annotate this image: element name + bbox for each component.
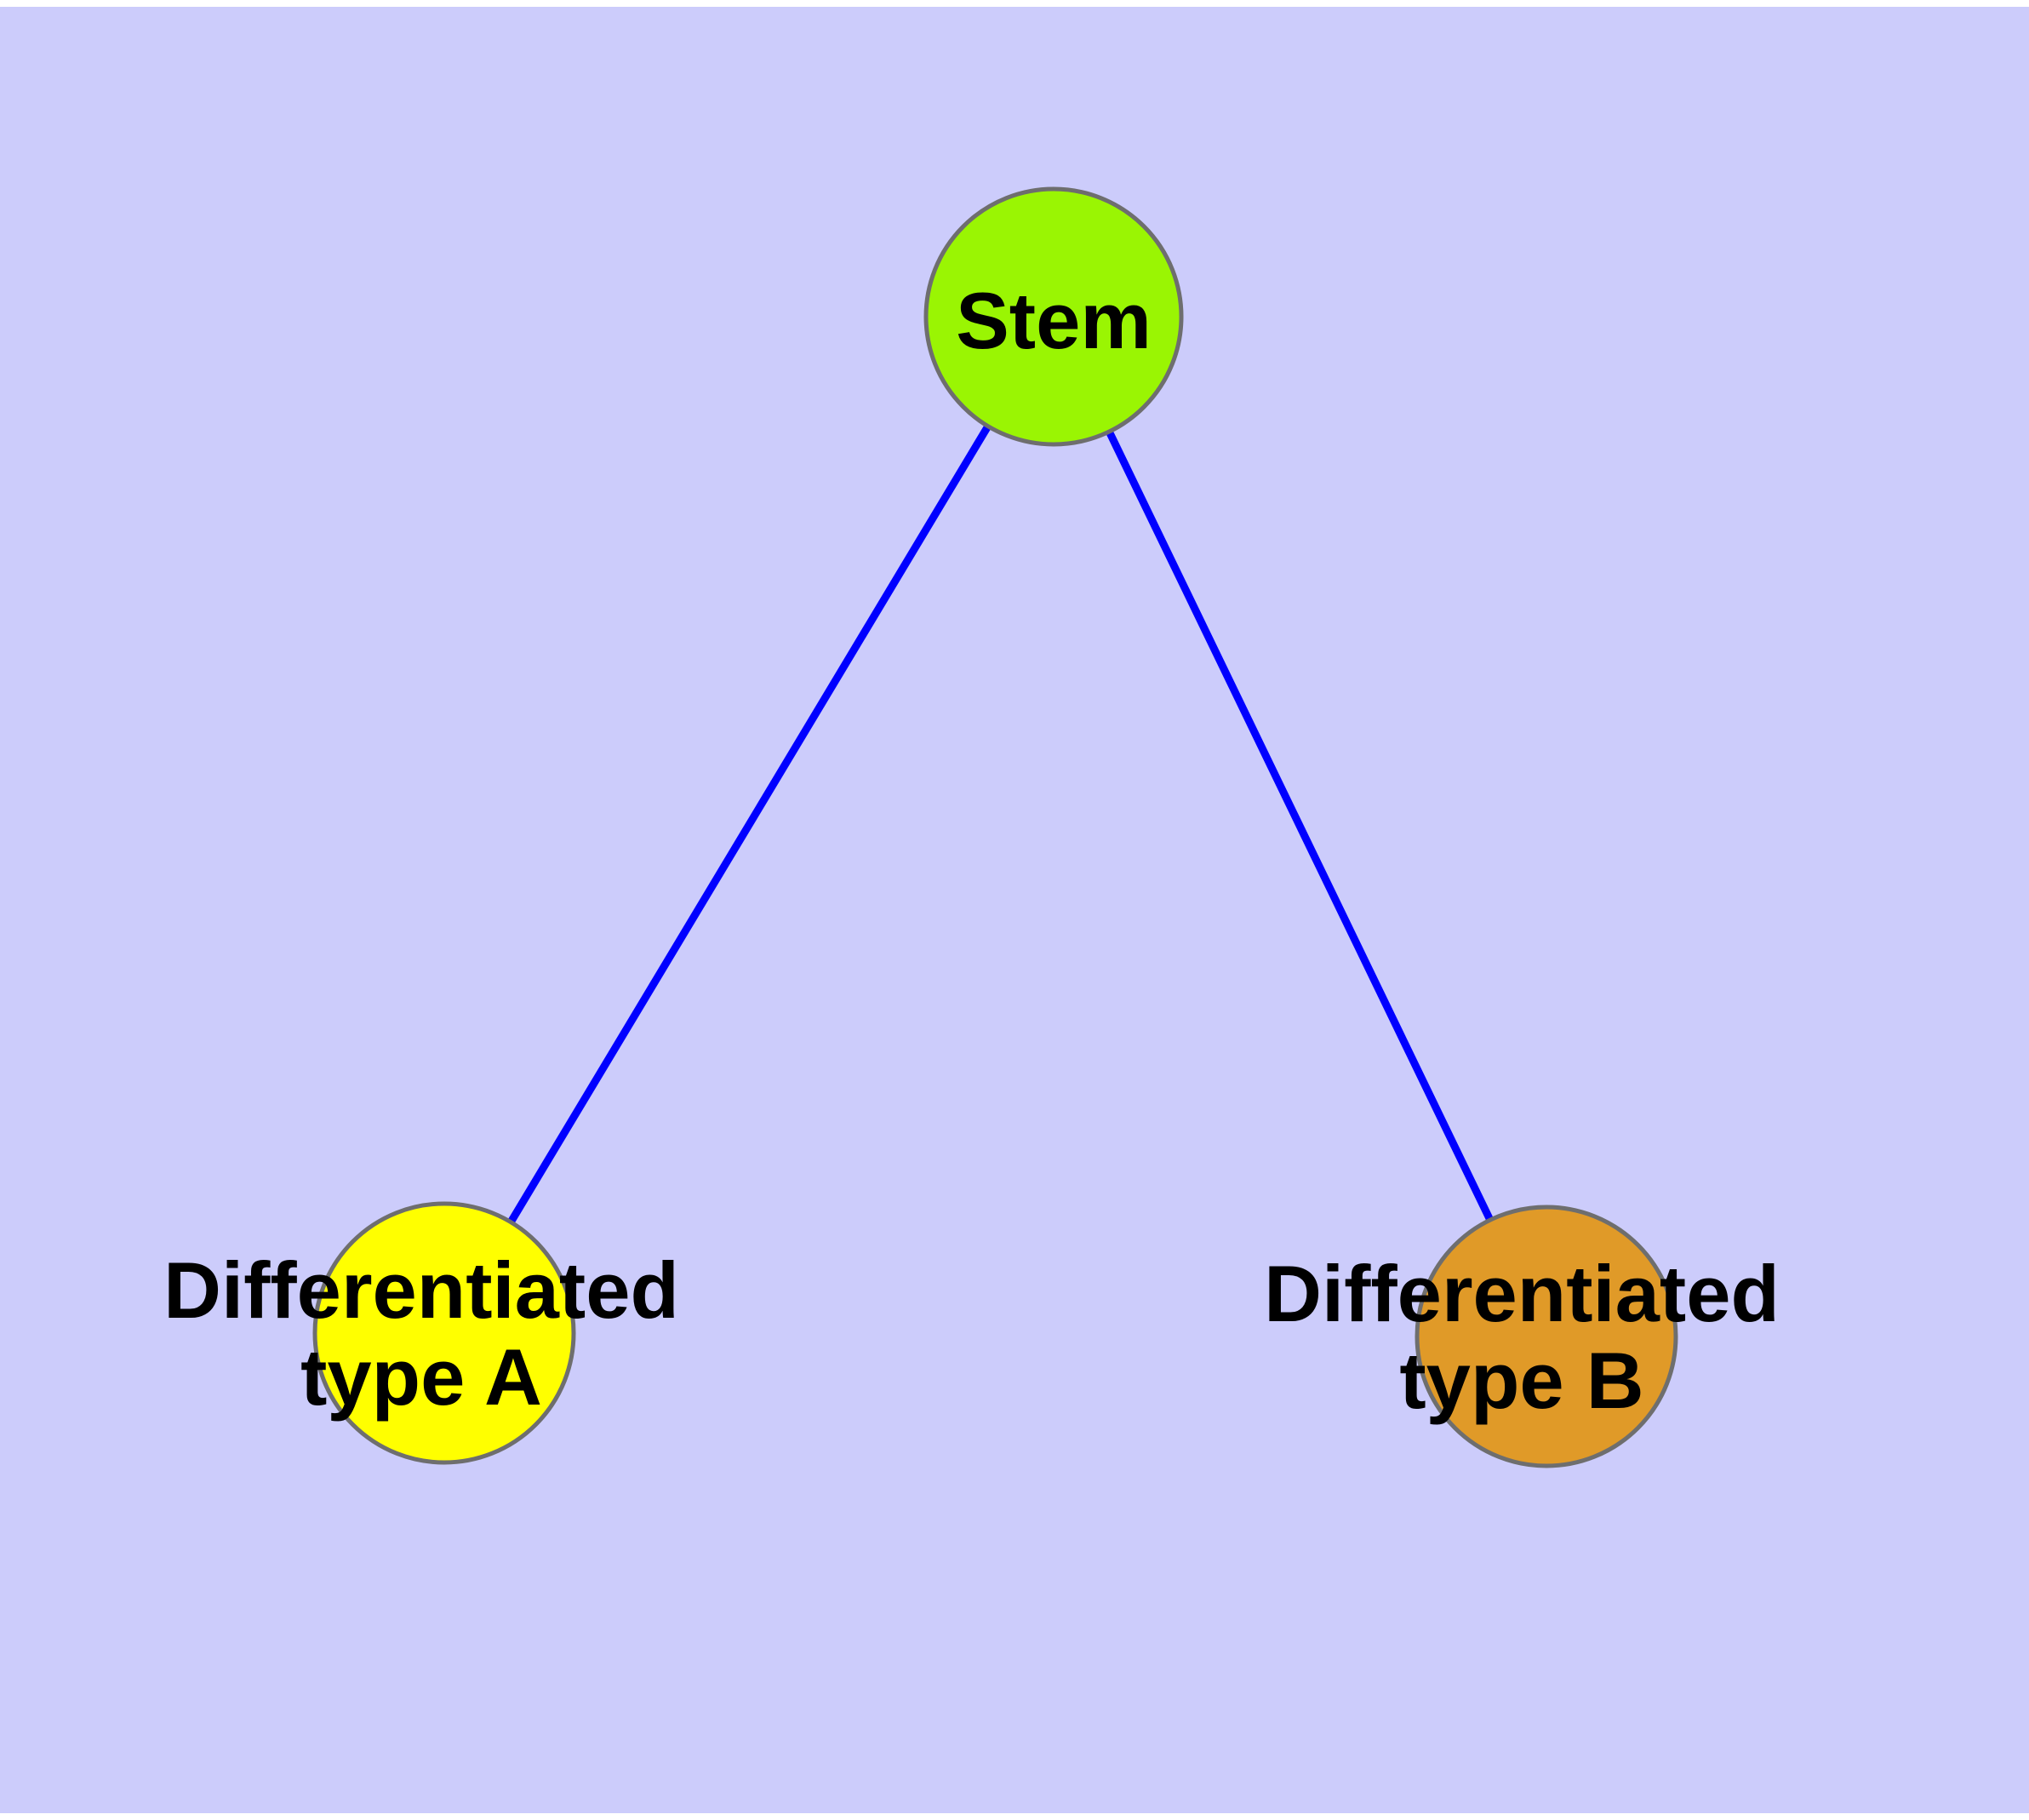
node-label-stem: Stem [956, 276, 1152, 365]
node-diff-b[interactable] [1415, 1205, 1678, 1468]
node-circle-stem[interactable] [923, 186, 1184, 447]
node-circle-diff-a[interactable] [312, 1201, 576, 1465]
node-label-line-diff-a-1: type A [300, 1332, 542, 1422]
edge-stem-to-diff-a[interactable] [441, 314, 1057, 1336]
node-diff-a[interactable] [312, 1201, 576, 1465]
node-label-line-diff-a-0: Differentiated [163, 1245, 679, 1335]
node-stem[interactable] [923, 186, 1184, 447]
edge-layer [441, 314, 1551, 1338]
node-label-line-diff-b-0: Differentiated [1264, 1249, 1780, 1338]
edge-stem-to-diff-b[interactable] [1049, 315, 1551, 1338]
node-circle-diff-b[interactable] [1415, 1205, 1678, 1468]
node-label-line-diff-b-1: type B [1399, 1336, 1643, 1425]
node-label-line-stem-0: Stem [956, 276, 1152, 365]
